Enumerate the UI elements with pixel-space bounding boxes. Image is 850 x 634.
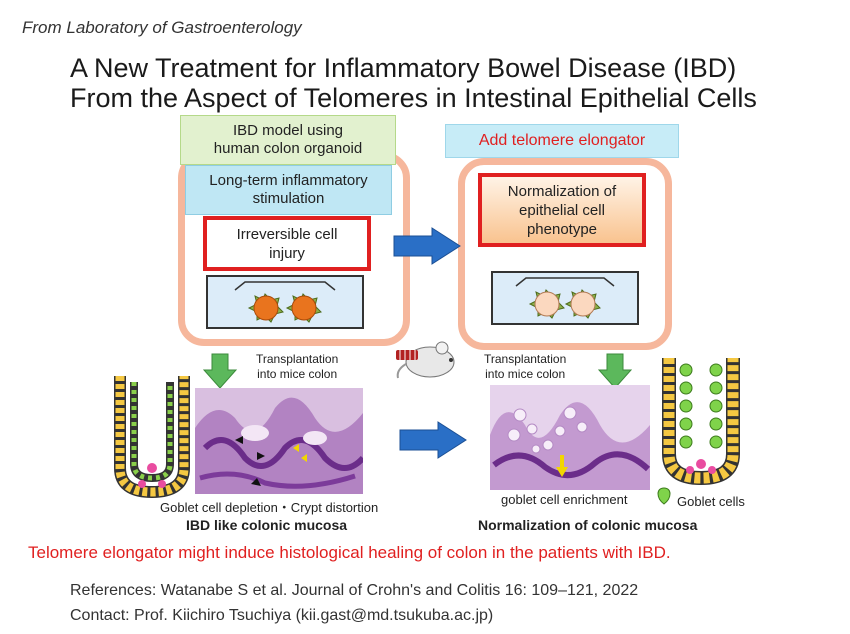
- norm-line3: phenotype: [526, 220, 598, 238]
- transplant-label-left: Transplantation into mice colon: [256, 352, 338, 382]
- reference-text: References: Watanabe S et al. Journal of…: [70, 582, 639, 599]
- transplant-label-right: Transplantation into mice colon: [484, 352, 566, 382]
- healthy-crypt-diagram: [662, 358, 740, 486]
- goblet-legend-label: Goblet cells: [677, 494, 745, 509]
- goblet-cell-icon: [657, 487, 671, 505]
- inflamed-organoid-icon: [285, 293, 322, 323]
- ibd-model-line1: IBD model using: [232, 122, 344, 139]
- transplant-right-line1: Transplantation: [484, 352, 567, 366]
- left-culture-dish: [206, 275, 364, 329]
- inflamed-histology-image: [195, 388, 363, 494]
- ibd-model-line2: human colon organoid: [213, 140, 363, 157]
- norm-line2: epithelial cell: [519, 201, 605, 219]
- mouse-icon: [396, 341, 455, 379]
- injury-line2: injury: [269, 244, 305, 262]
- enrichment-caption: goblet cell enrichment: [501, 492, 628, 507]
- add-elongator-label: Add telomere elongator: [445, 124, 679, 158]
- contact-text: Contact: Prof. Kiichiro Tsuchiya (kii.ga…: [70, 607, 494, 624]
- stimulation-line2: stimulation: [252, 190, 325, 207]
- healed-histology-image: [490, 385, 650, 490]
- arrow-down-icon: [202, 353, 238, 389]
- lab-name: From Laboratory of Gastroenterology: [22, 18, 302, 37]
- normal-mucosa-heading: Normalization of colonic mucosa: [478, 517, 698, 533]
- arrow-right-icon: [393, 227, 461, 265]
- healthy-organoid-icon: [528, 289, 565, 319]
- injury-line1: Irreversible cell: [236, 225, 338, 243]
- healthy-organoid-icon: [564, 289, 601, 319]
- norm-line1: Normalization of: [507, 182, 617, 200]
- transplant-right-line2: into mice colon: [485, 367, 566, 381]
- stimulation-line1: Long-term inflammatory: [209, 172, 368, 189]
- conclusion-text: Telomere elongator might induce histolog…: [28, 543, 671, 562]
- arrow-down-icon: [597, 353, 633, 389]
- ibd-mucosa-heading: IBD like colonic mucosa: [186, 517, 348, 533]
- page-title-line1: A New Treatment for Inflammatory Bowel D…: [70, 53, 737, 83]
- inflamed-crypt-diagram: [114, 376, 190, 498]
- transplant-left-line2: into mice colon: [257, 367, 338, 381]
- transplant-left-line1: Transplantation: [256, 352, 339, 366]
- depletion-caption: Goblet cell depletion・Crypt distortion: [160, 500, 379, 515]
- arrow-right-icon: [399, 421, 467, 459]
- right-culture-dish: [491, 271, 639, 325]
- inflamed-organoid-icon: [247, 293, 284, 323]
- page-title-line2: From the Aspect of Telomeres in Intestin…: [70, 83, 757, 113]
